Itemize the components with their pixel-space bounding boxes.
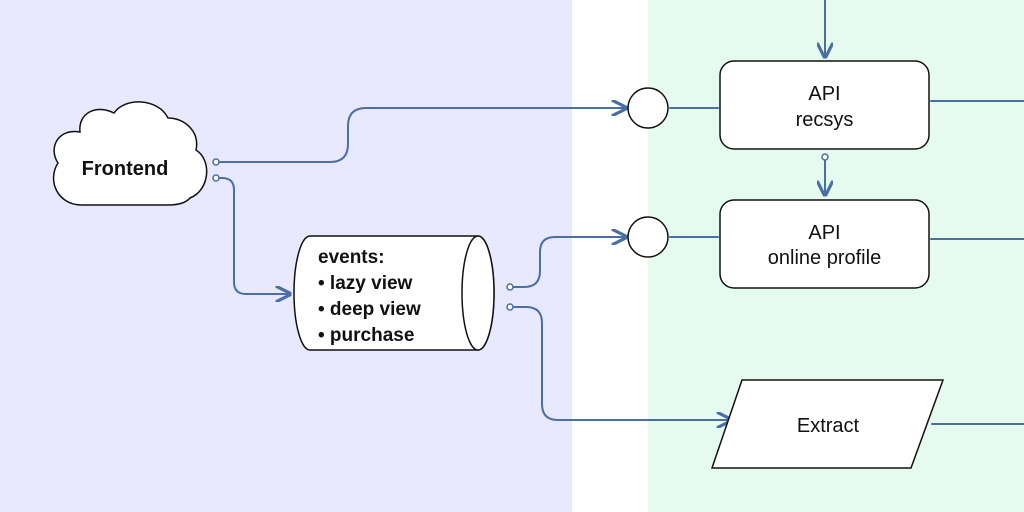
edges bbox=[215, 0, 1024, 424]
port-top-circle bbox=[627, 87, 669, 129]
frontend-label: Frontend bbox=[82, 158, 169, 180]
api-recsys-node: API recsys bbox=[719, 60, 930, 150]
api-online-profile-box bbox=[719, 199, 930, 289]
events-item-deep-view: • deep view bbox=[318, 299, 421, 320]
edge-events-to-port-bottom bbox=[509, 237, 626, 288]
cloud-icon bbox=[52, 101, 208, 206]
events-item-purchase: • purchase bbox=[318, 325, 414, 346]
events-title: events: bbox=[318, 247, 385, 268]
edge-frontend-to-events bbox=[215, 177, 290, 294]
extract-parallelogram bbox=[710, 379, 945, 469]
api-online-profile-line1: API bbox=[808, 222, 840, 244]
extract-node: Extract bbox=[710, 379, 945, 469]
api-online-profile-line2: online profile bbox=[768, 247, 881, 269]
api-recsys-box bbox=[719, 60, 930, 150]
dot-events-bottom bbox=[506, 303, 514, 311]
edge-frontend-to-port-top bbox=[215, 108, 626, 163]
api-online-profile-node: API online profile bbox=[719, 199, 930, 289]
port-bottom-circle bbox=[627, 216, 669, 258]
frontend-node: Frontend bbox=[52, 101, 208, 206]
dot-frontend-top bbox=[212, 158, 220, 166]
dot-events-top bbox=[506, 283, 514, 291]
dot-api-recsys-bottom bbox=[821, 153, 829, 161]
connection-dots bbox=[212, 153, 829, 311]
api-recsys-line2: recsys bbox=[796, 109, 854, 131]
events-item-lazy-view: • lazy view bbox=[318, 273, 413, 294]
api-recsys-line1: API bbox=[808, 83, 840, 105]
dot-frontend-bottom bbox=[212, 174, 220, 182]
events-node: events: • lazy view • deep view • purcha… bbox=[293, 235, 495, 351]
extract-label: Extract bbox=[797, 415, 860, 437]
events-cylinder-cap bbox=[461, 235, 495, 351]
edge-events-to-extract bbox=[509, 306, 731, 420]
